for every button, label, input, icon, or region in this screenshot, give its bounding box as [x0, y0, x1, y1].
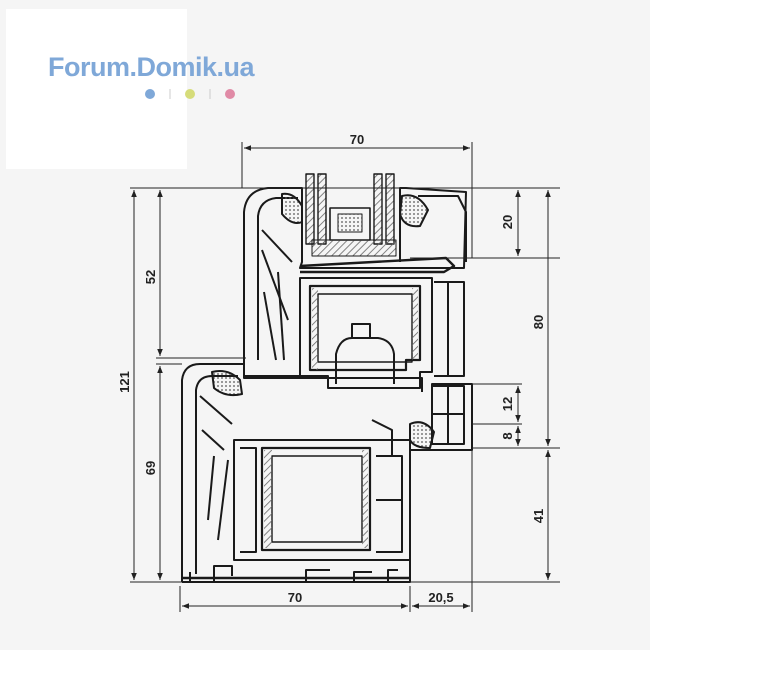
glazing-gasket-right	[399, 194, 429, 228]
glass-pane-right-2	[385, 173, 395, 245]
sash-body	[299, 277, 433, 389]
glass-pane-left-2	[317, 173, 327, 245]
glass-pane-right	[373, 173, 383, 245]
dim-label-frame-height: 69	[143, 461, 158, 475]
logo-text: Forum.Domik.ua	[48, 52, 255, 82]
profile-section	[181, 173, 473, 583]
frame-right-cells	[431, 385, 465, 445]
frame-feet	[189, 565, 398, 582]
frame-reinforcement-inner	[271, 455, 363, 543]
logo-dot-yellow	[185, 89, 195, 99]
sash-web-2	[261, 249, 289, 321]
dimension-lines	[130, 142, 560, 612]
frame-gasket-right	[409, 421, 435, 449]
frame-inner-wall	[195, 375, 238, 574]
dim-label-sash-frame: 80	[531, 315, 546, 329]
glass-sealant	[311, 239, 397, 257]
dim-label-glass-rebate: 20	[500, 215, 515, 229]
sash-hatch-right	[412, 288, 418, 360]
logo-box	[6, 9, 187, 169]
window-profile-drawing: 70 121 52 69 20 80 12 8 41 70 20,5	[117, 132, 560, 612]
sash-web-1	[261, 229, 293, 263]
dim-label-total-height: 121	[117, 371, 132, 393]
frame-hatch-left	[264, 450, 272, 548]
dim-label-drain-8: 8	[500, 432, 515, 439]
frame-web-2	[201, 429, 225, 451]
sash-gasket-strip	[299, 256, 456, 274]
logo-dot-blue	[145, 89, 155, 99]
dim-label-top-width: 70	[350, 132, 364, 147]
glass-spacer-inner	[337, 213, 363, 233]
frame-chamber-left	[240, 447, 257, 553]
drawing-canvas: Forum.Domik.ua	[6, 9, 560, 612]
sash-hook	[244, 375, 393, 456]
frame-gasket-left	[211, 370, 243, 397]
sash-inner-wall	[257, 197, 298, 360]
frame-top-step	[246, 377, 423, 392]
sash-web-4	[263, 291, 277, 361]
logo-dot-pink	[225, 89, 235, 99]
logo-dots	[145, 89, 235, 99]
frame-web-3	[207, 455, 215, 521]
frame-web-1	[199, 395, 233, 425]
sash-hatch	[312, 288, 318, 370]
frame-chamber-right	[376, 455, 403, 553]
dim-label-drain-12: 12	[500, 397, 515, 411]
frame-right-lower	[182, 450, 411, 583]
frame-body	[233, 439, 411, 561]
dim-label-frame-lower: 41	[531, 509, 546, 523]
glazing-gasket-left	[281, 192, 303, 224]
sash-reinforcement-inner	[317, 293, 413, 363]
dim-label-bottom-width: 70	[288, 590, 302, 605]
dim-label-overlap: 20,5	[428, 590, 453, 605]
glass-pane-left	[305, 173, 315, 245]
ext-lines	[130, 142, 560, 612]
dim-label-sash-height: 52	[143, 270, 158, 284]
dimension-labels: 70 121 52 69 20 80 12 8 41 70 20,5	[117, 132, 546, 605]
frame-outline	[181, 363, 246, 582]
frame-hatch-right	[362, 450, 368, 548]
frame-reinforcement	[260, 446, 372, 552]
sash-reinforcement	[308, 284, 422, 372]
sash-web-3	[277, 271, 285, 361]
sash-center-lug	[335, 337, 395, 384]
sash-center-top	[351, 323, 371, 338]
sash-right-wall	[418, 195, 467, 262]
frame-right-cell-div	[432, 386, 464, 444]
frame-web-4	[217, 459, 229, 541]
